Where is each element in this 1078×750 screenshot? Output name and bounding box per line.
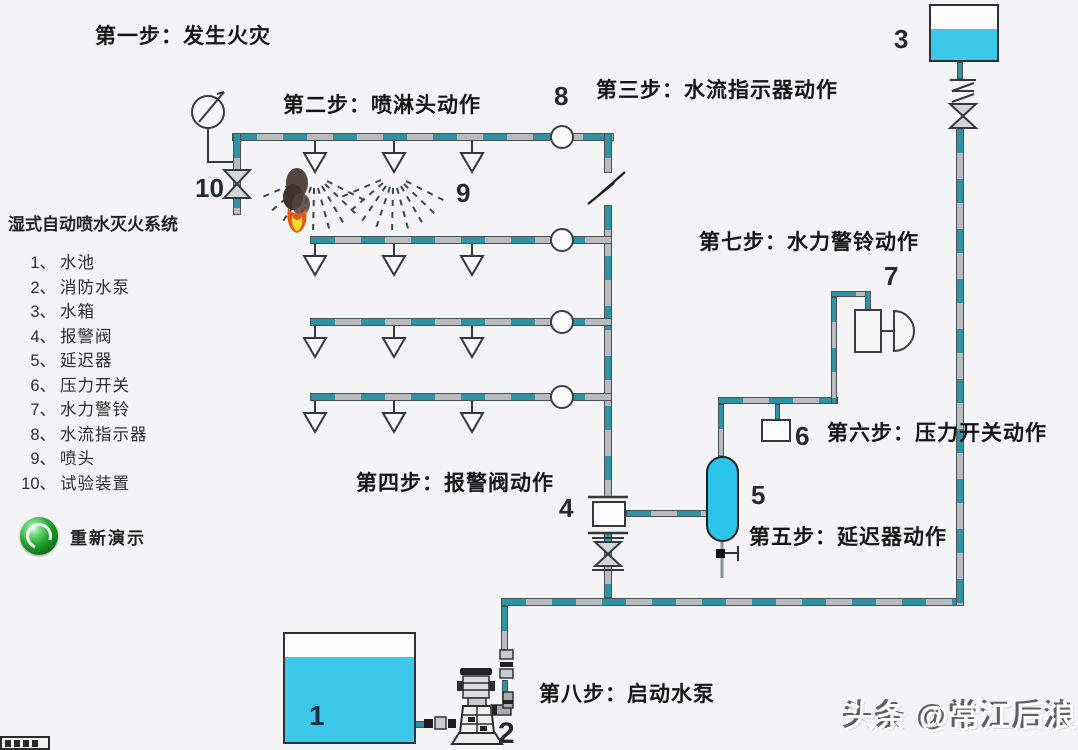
pipe-branch-2 bbox=[310, 236, 612, 244]
legend-item-7: 7、水力警铃 bbox=[30, 401, 130, 420]
legend-item-4: 4、报警阀 bbox=[30, 327, 113, 346]
sprinkler-row-1 bbox=[302, 141, 485, 174]
spray-fan-left bbox=[259, 179, 369, 235]
pipe-riser-upper bbox=[604, 133, 612, 173]
pipe-pump-riser-lower bbox=[502, 680, 508, 706]
step-7-label: 第七步：水力警铃动作 bbox=[699, 231, 919, 254]
system-title: 湿式自动喷水灭火系统 bbox=[8, 215, 178, 234]
step-5-label: 第五步：延迟器动作 bbox=[749, 526, 947, 549]
sprinkler-row-2 bbox=[302, 244, 485, 277]
replay-orb-icon bbox=[20, 517, 58, 555]
pipe-tank3-stem bbox=[957, 62, 963, 79]
spray-fan-right bbox=[338, 179, 448, 235]
flow-switch-bolt-icon bbox=[587, 171, 626, 205]
step-1-label: 第一步：发生火灾 bbox=[95, 25, 271, 48]
flow-indicator-4 bbox=[550, 385, 574, 409]
step-2-label: 第二步：喷淋头动作 bbox=[283, 94, 481, 117]
sprinkler-row-3 bbox=[302, 326, 485, 359]
label-6: 6 bbox=[795, 421, 810, 451]
label-8: 8 bbox=[554, 81, 569, 111]
alarm-valve-4 bbox=[592, 501, 626, 527]
pipe-distribution bbox=[718, 397, 838, 404]
legend-item-10: 10、试验装置 bbox=[21, 474, 130, 493]
pipe-delayer-feed bbox=[626, 510, 708, 517]
flow-indicator-3 bbox=[550, 310, 574, 334]
legend-item-9: 9、喷头 bbox=[30, 450, 95, 469]
pipe-bottom-main bbox=[501, 598, 964, 606]
fire-icon bbox=[283, 168, 310, 233]
label-4: 4 bbox=[559, 493, 574, 523]
legend-item-5: 5、延迟器 bbox=[30, 352, 113, 371]
legend-item-6: 6、压力开关 bbox=[30, 376, 130, 395]
pipe-riser-lower bbox=[604, 205, 612, 497]
legend-item-2: 2、消防水泵 bbox=[30, 278, 130, 297]
water-tank-3 bbox=[929, 4, 999, 62]
pressure-gauge bbox=[191, 91, 233, 163]
sprinkler-row-4 bbox=[302, 401, 485, 434]
step-8-label: 第八步：启动水泵 bbox=[539, 683, 715, 706]
tank3-flex-joint-icon bbox=[950, 79, 976, 103]
step-6-label: 第六步：压力开关动作 bbox=[827, 422, 1047, 445]
label-9: 9 bbox=[456, 178, 471, 208]
alarm-bell-icon bbox=[854, 309, 915, 353]
cropped-corner-element bbox=[0, 736, 50, 750]
legend-item-3: 3、水箱 bbox=[30, 303, 95, 322]
pipe-tank3-riser bbox=[956, 128, 964, 606]
tank3-valve-icon bbox=[947, 103, 979, 129]
flow-indicator-1 bbox=[550, 125, 574, 149]
label-5: 5 bbox=[751, 480, 766, 510]
label-10: 10 bbox=[195, 173, 224, 203]
delayer-5 bbox=[706, 456, 739, 542]
delayer-drain-icon bbox=[716, 542, 739, 578]
tank1-water bbox=[285, 657, 414, 742]
watermark: 头条 @常江后浪 bbox=[845, 701, 1078, 734]
step-4-label: 第四步：报警阀动作 bbox=[356, 472, 554, 495]
pipe-switch-stub bbox=[775, 404, 780, 420]
step-3-label: 第三步：水流指示器动作 bbox=[596, 79, 838, 102]
label-1: 1 bbox=[309, 700, 325, 731]
pipe-pump-riser-upper bbox=[501, 606, 508, 650]
pipe-branch-4 bbox=[310, 393, 612, 401]
pipe-bell-drop bbox=[865, 291, 871, 312]
tank3-water bbox=[931, 29, 997, 60]
legend-item-1: 1、水池 bbox=[30, 254, 95, 273]
legend-list: 1、水池 2、消防水泵 3、水箱 4、报警阀 5、延迟器 6、压力开关 7、水力… bbox=[10, 249, 148, 494]
label-2: 2 bbox=[498, 717, 515, 750]
replay-button[interactable]: 重新演示 bbox=[20, 517, 146, 555]
replay-label: 重新演示 bbox=[70, 528, 146, 548]
legend-item-8: 8、水流指示器 bbox=[30, 425, 148, 444]
pipe-delayer-top bbox=[718, 404, 724, 458]
pipe-branch-3 bbox=[310, 318, 612, 326]
pipe-valve4-drop bbox=[604, 533, 612, 598]
pipe-test-riser bbox=[233, 133, 241, 215]
water-pool-1 bbox=[283, 632, 416, 744]
pipe-bell-vertical bbox=[831, 297, 837, 404]
pressure-switch-6 bbox=[761, 419, 791, 442]
flow-indicator-2 bbox=[550, 228, 574, 252]
label-3: 3 bbox=[894, 24, 909, 54]
label-7: 7 bbox=[884, 261, 899, 291]
